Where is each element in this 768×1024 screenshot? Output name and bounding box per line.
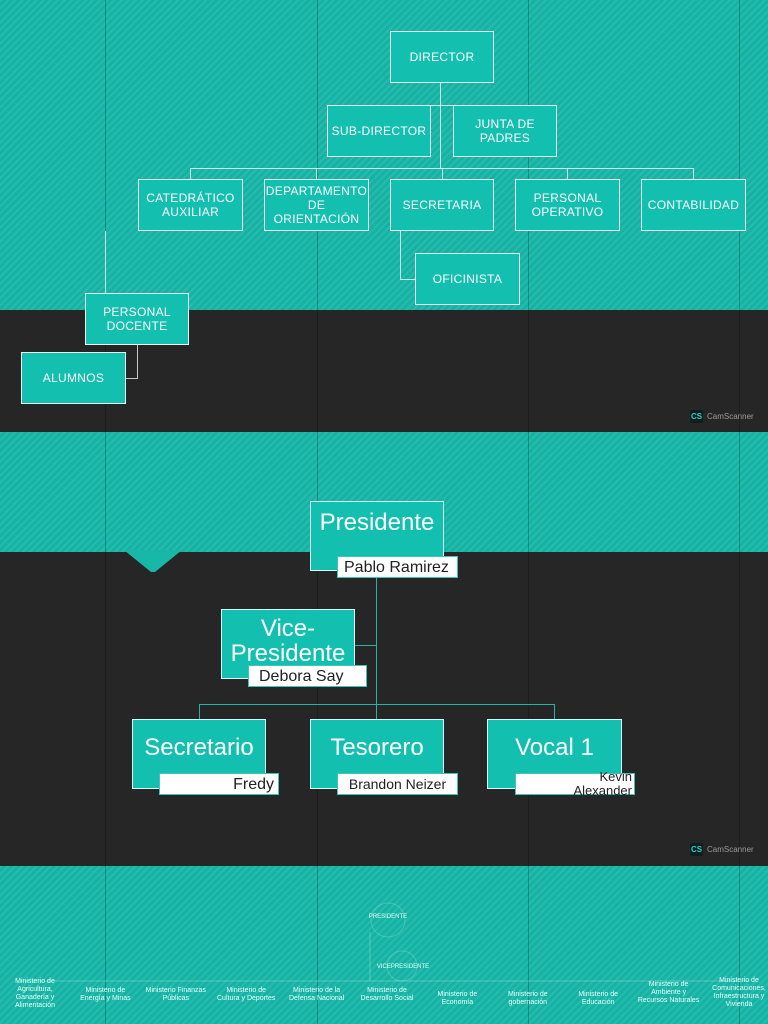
chevron-shape (124, 550, 182, 572)
vocal-name: Kevin Alexander (573, 769, 632, 798)
ministerio-label: Ministerio de Agricultura, Ganadería y A… (14, 978, 56, 1009)
ministerio-label: Ministerio Finanzas Públicas (145, 987, 206, 1002)
ministerio-label: Ministerio de Comunicaciones, Infraestru… (712, 977, 766, 1008)
ministerio-label: Ministerio de Cultura y Deportes (217, 987, 276, 1002)
vicepresidente-title: Vice-Presidente (230, 615, 346, 667)
junta-box: JUNTA DE PADRES (453, 105, 557, 157)
ministerio-label: Ministerio de Educación (578, 991, 619, 1006)
tesorero-name-box: Brandon Neizer (337, 773, 458, 795)
bottom-teal-band (0, 866, 768, 1024)
camscanner-watermark-1: CS CamScanner (690, 410, 754, 423)
ministry-connectors (20, 902, 748, 982)
presidente-title: Presidente (319, 509, 435, 536)
tesorero-title: Tesorero (330, 734, 424, 761)
middle-dark-band (0, 552, 768, 866)
alumnos-label: ALUMNOS (42, 371, 105, 385)
secretaria-label: SECRETARIA (402, 198, 482, 212)
alumnos-box: ALUMNOS (21, 352, 126, 404)
camscanner-text: CamScanner (707, 412, 754, 421)
personal-docente-box: PERSONAL DOCENTE (85, 293, 189, 345)
vicepresidente-name-box: Debora Say (248, 665, 367, 687)
ministerio-label: Ministerio de la Defensa Nacional (288, 987, 345, 1002)
ministerio-label: Ministerio de Ambiente y Recursos Natura… (637, 981, 700, 1004)
oficinista-box: OFICINISTA (415, 253, 520, 305)
subdirector-label: SUB-DIRECTOR (331, 124, 427, 138)
ministerio-label: Ministerio de Energía y Minas (80, 987, 131, 1002)
secretario-name-box: Fredy (159, 773, 279, 795)
vocal-title: Vocal 1 (515, 734, 594, 761)
personal-docente-label: PERSONAL DOCENTE (103, 305, 171, 333)
ministerio-label: Ministerio de Desarrollo Social (360, 987, 414, 1002)
vicepresidente-name: Debora Say (259, 667, 344, 685)
ministerio-label: Ministerio de Economía (437, 991, 478, 1006)
director-label: DIRECTOR (409, 50, 475, 64)
camscanner-watermark-2: CS CamScanner (690, 843, 754, 856)
director-box: DIRECTOR (390, 31, 494, 83)
oficinista-label: OFICINISTA (432, 272, 503, 286)
presidente-name: Pablo Ramirez (344, 558, 449, 576)
presidente-name-box: Pablo Ramirez (337, 556, 458, 578)
subdirector-box: SUB-DIRECTOR (327, 105, 431, 157)
contabilidad-label: CONTABILIDAD (647, 198, 740, 212)
ministerio-label: Ministerio de gobernación (507, 991, 548, 1006)
tesorero-name: Brandon Neizer (348, 775, 447, 792)
org3-vicepresidente-label: VICEPRESIDENTE (376, 964, 430, 970)
camscanner-text: CamScanner (707, 845, 754, 854)
departamento-label: DEPARTAMENTO DE ORIENTACIÓN (265, 184, 368, 226)
contabilidad-box: CONTABILIDAD (641, 179, 746, 231)
secretaria-box: SECRETARIA (390, 179, 494, 231)
org3-presidente-label: PRESIDENTE (368, 914, 408, 920)
catedratico-box: CATEDRÁTICO AUXILIAR (138, 179, 243, 231)
vocal-name-box: Kevin Alexander (515, 769, 635, 798)
junta-label: JUNTA DE PADRES (475, 117, 535, 145)
secretario-box: Secretario (132, 719, 266, 789)
departamento-box: DEPARTAMENTO DE ORIENTACIÓN (264, 179, 369, 231)
personal-operativo-box: PERSONAL OPERATIVO (515, 179, 620, 231)
secretario-name: Fredy (233, 775, 274, 793)
catedratico-label: CATEDRÁTICO AUXILIAR (146, 191, 235, 219)
secretario-title: Secretario (144, 734, 254, 761)
personal-operativo-label: PERSONAL OPERATIVO (531, 191, 604, 219)
camscanner-logo-icon: CS (690, 410, 703, 423)
camscanner-logo-icon: CS (690, 843, 703, 856)
